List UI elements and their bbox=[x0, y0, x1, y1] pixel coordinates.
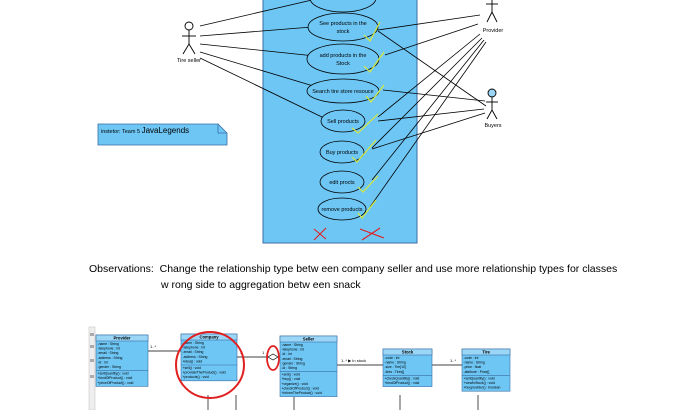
use-case-see-products bbox=[307, 12, 379, 42]
actor-provider bbox=[486, 0, 498, 23]
class-provider-attribute: -id : int bbox=[98, 360, 108, 364]
class-provider-attribute: -email : String bbox=[98, 351, 119, 355]
red-x-1 bbox=[313, 227, 327, 241]
class-seller-method: +checkOfProduct() : void bbox=[282, 386, 320, 390]
class-seller-attribute: -email : String bbox=[282, 357, 303, 361]
class-provider-method: +sellQuantity() : void bbox=[98, 372, 129, 376]
class-tire-method: +sellQuantity() : void bbox=[464, 376, 495, 380]
class-stock: Stock-code : int-name : String-size : Ti… bbox=[382, 348, 433, 387]
class-stock-attribute: -tires : Tires[] bbox=[385, 370, 405, 374]
class-company: Company-name : String-telephone : int-em… bbox=[180, 333, 238, 382]
note-prefix: instetor: Team 5 bbox=[101, 129, 142, 135]
class-provider-title: Provider bbox=[114, 336, 131, 341]
red-x-2 bbox=[359, 227, 385, 241]
class-tire-attribute: -code : int bbox=[464, 356, 479, 360]
class-seller-method: +informTheProduct() : void bbox=[282, 391, 322, 395]
use-case-remove bbox=[317, 197, 367, 221]
add-products-label-1: add products in the bbox=[320, 53, 367, 59]
class-company-method: +sell() : void bbox=[183, 366, 201, 370]
actor-buyers bbox=[486, 88, 498, 120]
class-boxes: Provider-name : String-telephone : int-e… bbox=[95, 333, 511, 397]
class-stock-method: +checkQuantity() : void bbox=[385, 376, 420, 380]
tire-mult: 1..* bbox=[450, 358, 456, 363]
class-company-attribute: -email : String bbox=[183, 350, 204, 354]
class-stock-method: +kindOfProduct() : void bbox=[385, 381, 420, 385]
use-case-diagram: See products in the stock add products i… bbox=[97, 0, 504, 244]
class-company-attribute: +idea() : void bbox=[183, 359, 203, 363]
class-provider-attribute: -gender : String bbox=[98, 365, 121, 369]
red-x-marks bbox=[313, 227, 385, 241]
use-case-unnamed bbox=[309, 0, 377, 13]
class-tire-attribute: -attribute : Price[] bbox=[464, 370, 490, 374]
class-diagram: 1..* 1 1 1..* ▶ In stock 1..* Provider-n… bbox=[88, 326, 511, 410]
observations-text-2: w rong side to aggregation betw een snac… bbox=[161, 279, 361, 291]
provider-label: Provider bbox=[483, 28, 504, 34]
toolbar-strip bbox=[88, 326, 96, 410]
seller-mult: 1 bbox=[262, 350, 265, 355]
tire-seller-label: Tire seller bbox=[177, 58, 201, 64]
use-case-edit bbox=[319, 170, 365, 194]
class-seller-attribute: -id : int bbox=[282, 352, 292, 356]
red-circle-company bbox=[175, 331, 245, 399]
class-stock-attribute: -code : int bbox=[385, 356, 400, 360]
class-provider-method: +kindOfProduct() : void bbox=[98, 376, 133, 380]
class-provider-attribute: -name : String bbox=[98, 342, 119, 346]
observations-text-1: Change the relationship type betw een co… bbox=[159, 263, 618, 275]
observations-line-2: w rong side to aggregation betw een snac… bbox=[161, 279, 361, 291]
class-tire-method: +viewInStock() : void bbox=[464, 381, 495, 385]
add-products-label-2: Stock bbox=[336, 61, 350, 67]
use-case-sell bbox=[320, 109, 366, 133]
class-tire-attribute: -name : String bbox=[464, 361, 485, 365]
note: instetor: Team 5 JavaLegends bbox=[97, 123, 228, 146]
class-provider-method: +priceOfProduct() : void bbox=[98, 381, 134, 385]
see-products-label-1: See products in the bbox=[319, 21, 366, 27]
buy-label: Buy products bbox=[326, 150, 358, 156]
class-stock-title: Stock bbox=[402, 350, 414, 355]
edit-label: edit procts bbox=[329, 180, 355, 186]
sell-label: Sell products bbox=[327, 119, 359, 125]
check-marks bbox=[351, 21, 385, 219]
note-emphasis: JavaLegends bbox=[142, 126, 190, 135]
class-stock-attribute: -name : String bbox=[385, 361, 406, 365]
class-provider: Provider-name : String-telephone : int-e… bbox=[95, 334, 149, 387]
provider-mult: 1..* bbox=[150, 344, 156, 349]
observations-line-1: Observations: Change the relationship ty… bbox=[89, 263, 617, 275]
class-provider-attribute: -telephone : int bbox=[98, 347, 120, 351]
class-company-attribute: -address : String bbox=[183, 355, 208, 359]
class-seller: Seller-name : String-telephone : int-id … bbox=[279, 335, 338, 397]
class-seller-attribute: -telephone : int bbox=[282, 348, 304, 352]
remove-label: remove products bbox=[322, 207, 363, 213]
class-stock-attribute: -size : Tire[10] bbox=[385, 365, 406, 369]
class-company-method: +providerTheProduct() : void bbox=[183, 371, 226, 375]
class-seller-attribute: -id : String bbox=[282, 366, 298, 370]
observations-label: Observations: bbox=[89, 263, 154, 275]
see-products-label-2: stock bbox=[337, 29, 350, 35]
class-company-attribute: -name : String bbox=[183, 341, 204, 345]
class-company-title: Company bbox=[199, 335, 219, 340]
class-tire-title: Tire bbox=[482, 350, 490, 355]
class-seller-attribute: -gender : String bbox=[282, 361, 305, 365]
use-case-labels: See products in the stock add products i… bbox=[312, 21, 373, 213]
class-seller-method: +sell() : void bbox=[282, 373, 300, 377]
use-cases bbox=[306, 0, 380, 221]
stock-assoc: 1..* ▶ In stock bbox=[341, 358, 366, 363]
association-lines bbox=[199, 0, 487, 208]
class-tire-method: +buyprovider() : boolean bbox=[464, 386, 501, 390]
class-tire-attribute: -price : float bbox=[464, 365, 482, 369]
class-seller-method: +buy() : void bbox=[282, 377, 301, 381]
class-tire: Tire-code : int-name : String-price : fl… bbox=[461, 348, 511, 392]
class-company-attribute: -telephone : int bbox=[183, 346, 205, 350]
buyers-label: Buyers bbox=[484, 123, 501, 129]
note-text: instetor: Team 5 JavaLegends bbox=[101, 126, 189, 135]
red-circle-aggregation bbox=[266, 345, 280, 371]
search-label: Search tire store resouce bbox=[312, 89, 373, 95]
class-seller-method: +organize() : void bbox=[282, 382, 308, 386]
class-seller-title: Seller bbox=[303, 337, 315, 342]
class-provider-attribute: -address : String bbox=[98, 356, 123, 360]
class-company-method: +products() : void bbox=[183, 375, 209, 379]
class-seller-attribute: -name : String bbox=[282, 343, 303, 347]
actor-tire-seller bbox=[182, 21, 196, 55]
